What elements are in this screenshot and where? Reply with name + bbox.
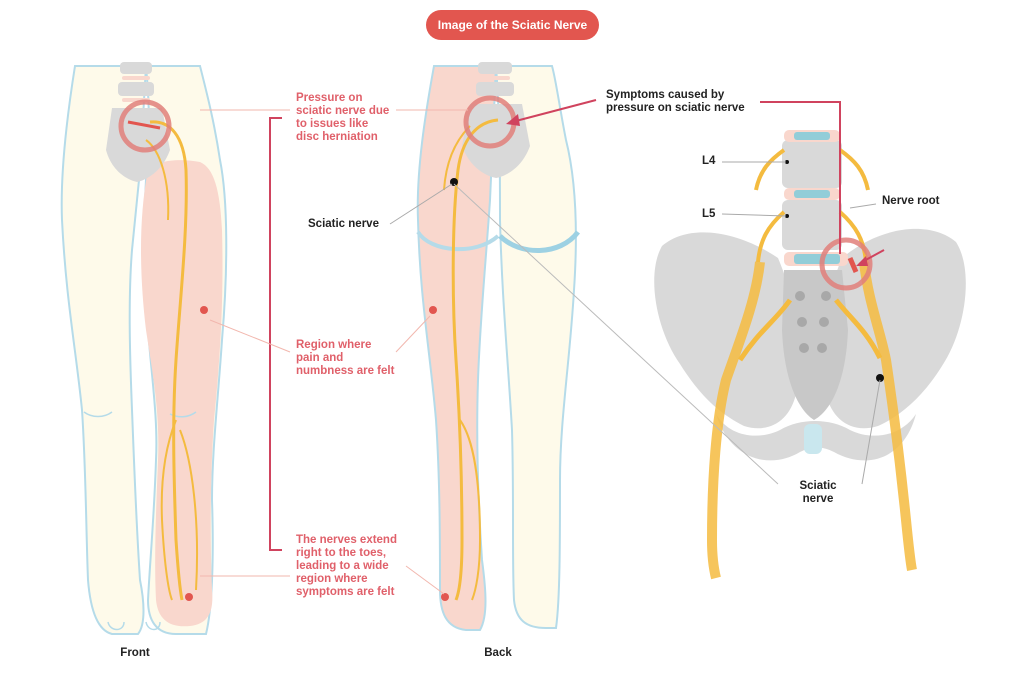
front-toe-left: [107, 621, 125, 631]
region-label: Region where pain and numbness are felt: [296, 339, 394, 378]
symptoms-line: [760, 101, 841, 254]
nerves-leader-back: [405, 565, 445, 595]
sciatic-pelvis-leader: [861, 379, 881, 485]
front-nerve-branch: [145, 139, 170, 221]
front-pain-dot-foot: [185, 593, 193, 601]
symptoms-arrowhead: [506, 114, 520, 126]
back-vertebra-2: [476, 82, 514, 96]
nerves-label-line1: The nerves extend: [296, 534, 397, 546]
front-lower-nerve-2: [179, 429, 199, 591]
l4-vertebra: [782, 140, 842, 188]
front-knee-line-left: [83, 411, 113, 418]
l4-label: L4: [702, 155, 716, 167]
sciatic-pelvis-label-line2: nerve: [802, 493, 834, 505]
sciatic-pelvis-label-line1: Sciatic: [799, 480, 837, 492]
pelvis-left-wing: [654, 232, 799, 429]
back-label: Back: [484, 647, 512, 659]
nerves-label-line4: region where: [296, 573, 368, 585]
s1-disc-inner: [794, 254, 840, 264]
bracket-line: [269, 117, 282, 551]
foramen-r2: [819, 317, 829, 327]
back-left-leg: [416, 65, 498, 631]
region-leader: [209, 319, 291, 353]
symptoms-label: Symptoms caused by pressure on sciatic n…: [606, 89, 745, 115]
coccyx: [804, 424, 822, 454]
nerves-label-line5: symptoms are felt: [296, 586, 395, 598]
connector-lines: [200, 99, 885, 595]
front-vertebra-1: [120, 62, 152, 74]
pelvis-herniation: [847, 257, 859, 273]
back-pain-dot-foot: [441, 593, 449, 601]
l4-nerve-root-left: [754, 148, 786, 191]
region-label-line2: pain and: [296, 352, 344, 364]
pelvis-right-wing: [823, 228, 966, 429]
sciatic-nerve-back-label: Sciatic nerve: [308, 218, 379, 230]
foramen-r1: [821, 291, 831, 301]
l4-nerve-root-right: [838, 148, 870, 191]
sciatic-plexus-right: [859, 261, 917, 571]
front-pressure-arrow: [127, 120, 161, 130]
front-left-leg: [60, 65, 148, 635]
nerves-label-line3: leading to a wide: [296, 560, 389, 572]
back-right-leg: [494, 65, 577, 629]
sciatic-long-leader: [453, 183, 779, 485]
l5-dot: [785, 214, 789, 218]
back-pain-dot-thigh: [429, 306, 437, 314]
pressure-label: Pressure on sciatic nerve due to issues …: [296, 92, 389, 144]
front-knee-line-right: [169, 411, 197, 418]
foramen-l3: [799, 343, 809, 353]
back-legs-figure: [416, 62, 580, 631]
back-right-buttock: [498, 230, 580, 253]
l5-disc-inner: [794, 190, 830, 198]
front-pressure-circle: [118, 99, 172, 153]
front-lower-nerve: [160, 419, 177, 601]
pelvis-pressure-circle: [819, 237, 873, 291]
back-sciatic-nerve: [451, 118, 499, 601]
sacrum-detail: [782, 270, 848, 420]
foramen-r3: [817, 343, 827, 353]
symptoms-label-line1: Symptoms caused by: [606, 89, 725, 101]
pressure-label-line2: sciatic nerve due: [296, 105, 390, 117]
back-disc-1: [482, 76, 510, 80]
region-leader-back: [395, 315, 431, 353]
front-legs-figure: [60, 62, 228, 635]
front-vertebra-2: [118, 82, 154, 96]
front-sciatic-nerve: [149, 120, 188, 601]
nerve-root-label: Nerve root: [882, 195, 940, 207]
symptoms-arrow: [511, 99, 597, 123]
front-pain-dot-thigh: [200, 306, 208, 314]
pressure-label-line3: to issues like: [296, 118, 369, 130]
sciatic-back-leader: [389, 183, 453, 225]
symptoms-label-line2: pressure on sciatic nerve: [606, 102, 745, 114]
pelvis-arrowhead: [856, 256, 868, 266]
sacral-nerve-left: [737, 298, 793, 362]
nerves-label-line2: right to the toes,: [296, 547, 387, 559]
foramen-l2: [797, 317, 807, 327]
region-label-line1: Region where: [296, 339, 372, 351]
back-lower-nerve: [459, 419, 482, 601]
pressure-label-line4: disc herniation: [296, 131, 378, 143]
l5-leader: [721, 213, 787, 217]
title-text: Image of the Sciatic Nerve: [437, 18, 588, 32]
l4-dot: [785, 160, 789, 164]
sacral-nerve-right: [834, 298, 883, 360]
nerves-label: The nerves extend right to the toes, lea…: [296, 534, 397, 599]
title-badge: Image of the Sciatic Nerve: [426, 10, 599, 40]
front-toe-right: [145, 621, 161, 631]
front-disc-1: [122, 76, 150, 80]
nerve-root-leader: [849, 203, 877, 209]
back-vertebra-1: [478, 62, 512, 74]
l4-disc-inner: [794, 132, 830, 140]
region-label-line3: numbness are felt: [296, 365, 395, 377]
l5-label: L5: [702, 208, 716, 220]
pelvis-sciatic-dot: [876, 374, 884, 382]
pressure-label-line1: Pressure on: [296, 92, 363, 104]
sciatic-pelvis-label: Sciatic nerve: [790, 480, 846, 506]
foramen-l1: [795, 291, 805, 301]
front-label: Front: [120, 647, 150, 659]
l5-vertebra: [782, 200, 842, 250]
